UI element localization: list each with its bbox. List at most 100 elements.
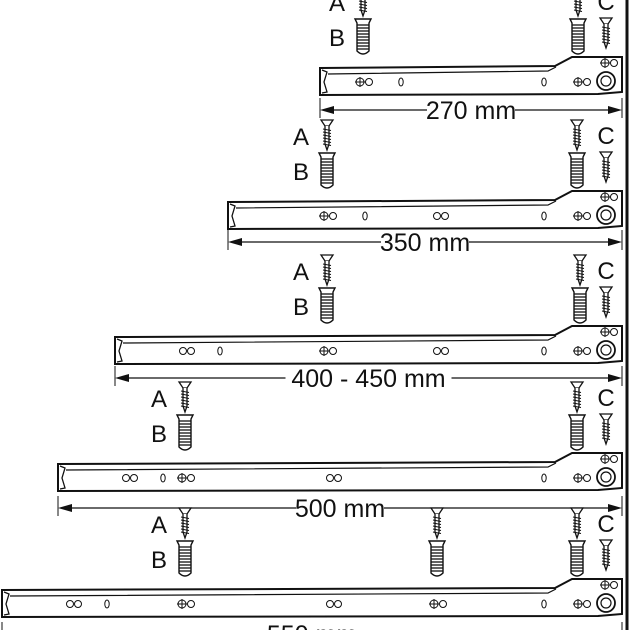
screw-thread [601, 307, 611, 310]
slot-hole [217, 346, 223, 356]
mount-hole [122, 474, 130, 482]
screw-thread [572, 405, 582, 408]
euro-screw-b-icon [568, 18, 588, 55]
screw-thread [575, 275, 585, 278]
screw-thread [601, 301, 611, 304]
mount-hole [610, 455, 618, 463]
label-a: A [329, 0, 345, 17]
screw-thread [572, 393, 582, 396]
screw-thread [601, 163, 611, 166]
wood-screw-a-icon [358, 0, 368, 19]
screw-thread [601, 425, 611, 428]
screw-thread [322, 278, 332, 281]
mount-hole [610, 328, 618, 336]
screw-thread [432, 528, 442, 531]
screw-thread [601, 428, 611, 431]
screw-thread [601, 557, 611, 560]
mount-hole [610, 581, 618, 589]
label-a: A [293, 259, 309, 286]
mount-hole [439, 600, 447, 608]
mount-hole [326, 474, 334, 482]
euro-screw-b-icon [317, 152, 337, 189]
rail-end [116, 338, 123, 363]
screw-thread [601, 548, 611, 551]
screw-thread [601, 560, 611, 563]
arrowhead [320, 106, 334, 114]
roller-wheel [596, 340, 616, 360]
euro-screw-b-icon [175, 414, 195, 451]
screw-thread [572, 528, 582, 531]
screw-thread [322, 272, 332, 275]
screw-thread [601, 160, 611, 163]
screw-thread [572, 137, 582, 140]
label-a: A [151, 512, 167, 539]
screw-thread [180, 393, 190, 396]
screw-thread [322, 128, 332, 131]
screw-thread [322, 134, 332, 137]
screw-head [598, 539, 614, 547]
screw-thread [601, 29, 611, 32]
drawer-slide-5: ABC550 mm [0, 507, 623, 630]
screw-thread [601, 32, 611, 35]
screw-thread [572, 143, 582, 146]
screw-thread [322, 140, 332, 143]
roller-axle [600, 344, 612, 356]
rail-body [319, 56, 623, 97]
screw-thread [322, 263, 332, 266]
mount-hole [187, 474, 195, 482]
slot-hole [160, 473, 166, 483]
mount-hole [583, 212, 591, 220]
wood-screw-a-icon [569, 119, 585, 153]
label-a: A [293, 124, 309, 151]
label-b: B [151, 547, 167, 574]
mount-hole [334, 600, 342, 608]
screw-thread [180, 402, 190, 405]
screw-thread [322, 143, 332, 146]
screw-thread [180, 531, 190, 534]
screw-head [598, 17, 614, 25]
mount-hole [583, 474, 591, 482]
screw-thread [180, 528, 190, 531]
screw-thread [601, 310, 611, 313]
screw-thread [432, 525, 442, 528]
wood-screw-a-icon [598, 413, 614, 447]
screw-thread [573, 0, 583, 3]
roller-axle [600, 471, 612, 483]
euro-screw-b-icon [567, 540, 587, 577]
mount-hole [610, 193, 618, 201]
wood-screw-a-icon [569, 381, 585, 415]
mount-hole [187, 347, 195, 355]
label-b: B [293, 159, 309, 186]
screw-head [429, 507, 445, 515]
screw-thread [601, 563, 611, 566]
wood-screw-a-icon [319, 254, 335, 288]
label-c: C [597, 123, 614, 150]
rail-end [59, 465, 66, 490]
slot-hole [541, 77, 547, 87]
screw-thread [573, 6, 583, 9]
screw-thread [432, 516, 442, 519]
slot-hole [362, 211, 368, 221]
screw-thread [601, 35, 611, 38]
rail-groove [327, 66, 557, 75]
wood-screw-a-icon [573, 0, 583, 19]
screw-thread [575, 278, 585, 281]
screw-head [177, 507, 193, 515]
screw-thread [601, 295, 611, 298]
screw-thread [601, 551, 611, 554]
mount-hole [583, 78, 591, 86]
screw-thread [601, 434, 611, 437]
screw-thread [572, 134, 582, 137]
screw-thread [601, 554, 611, 557]
screw-thread [575, 263, 585, 266]
rail-groove [65, 462, 557, 471]
screw-thread [573, 3, 583, 6]
screw-thread [575, 266, 585, 269]
label-c: C [597, 0, 614, 16]
wood-screw-a-icon [319, 119, 335, 153]
mount-hole [334, 474, 342, 482]
screw-thread [572, 128, 582, 131]
screw-thread [432, 519, 442, 522]
screw-thread [601, 304, 611, 307]
